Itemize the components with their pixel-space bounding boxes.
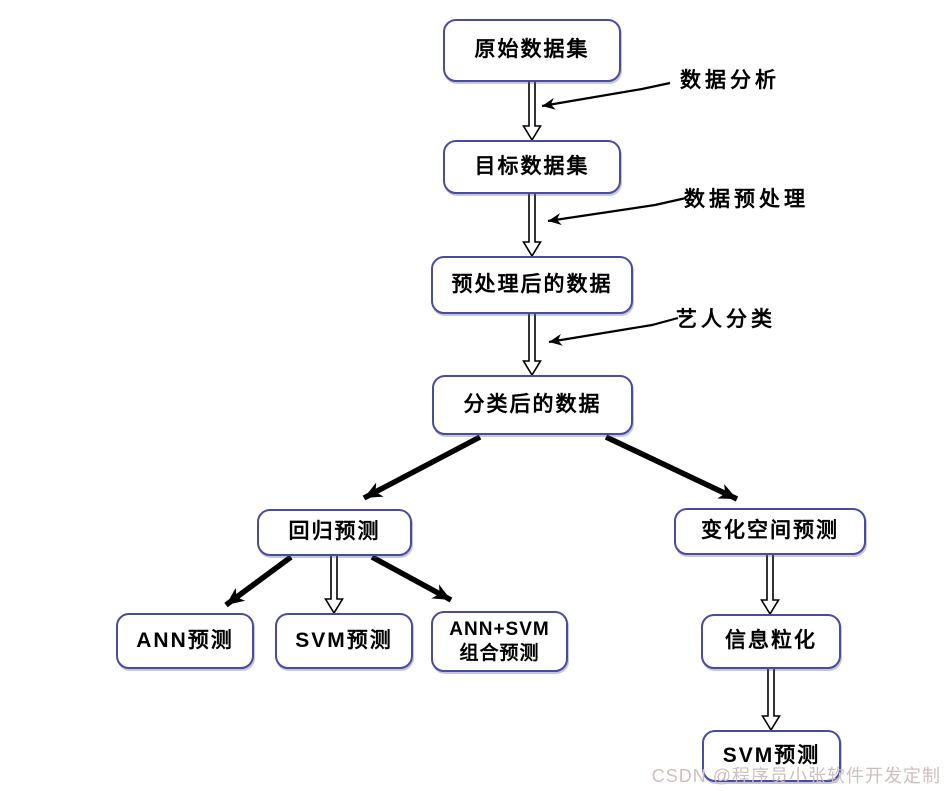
node-label: 变化空间预测 — [701, 519, 839, 543]
node-ann-prediction: ANN预测 — [116, 613, 254, 669]
edge-label-artist-classification: 艺人分类 — [676, 307, 776, 331]
node-target-dataset: 目标数据集 — [443, 140, 621, 194]
node-information-granulation: 信息粒化 — [701, 614, 841, 669]
node-original-dataset: 原始数据集 — [443, 19, 621, 82]
arrow-granulation-to-svmfinal — [761, 668, 781, 732]
arrow-regression-to-svm — [324, 555, 344, 615]
node-svm-prediction: SVM预测 — [275, 613, 413, 669]
node-ann-svm-combined: ANN+SVM 组合预测 — [431, 611, 568, 672]
arrow-preprocessed-to-classified — [522, 313, 542, 377]
node-preprocessed-data: 预处理后的数据 — [431, 256, 633, 314]
node-label: 回归预测 — [288, 520, 381, 544]
node-label: SVM预测 — [722, 743, 821, 767]
node-label: 信息粒化 — [725, 629, 817, 653]
arrow-annotation-data-analysis — [541, 81, 671, 110]
csdn-watermark: CSDN @程序员小张软件开发定制 — [651, 766, 941, 786]
node-label: 预处理后的数据 — [451, 272, 613, 296]
node-label-line1: ANN+SVM — [449, 618, 550, 640]
node-label: ANN预测 — [136, 628, 234, 652]
node-regression-prediction: 回归预测 — [257, 509, 412, 556]
node-variation-space-prediction: 变化空间预测 — [674, 508, 866, 555]
arrow-regression-to-ann — [224, 554, 293, 608]
arrow-annotation-artist-classification — [548, 316, 679, 346]
arrow-variation-to-granulation — [760, 554, 780, 616]
arrow-regression-to-annsvm — [370, 554, 453, 603]
node-svm-prediction-final: SVM预测 — [702, 730, 841, 782]
arrow-original-to-target — [522, 81, 542, 142]
node-label: 原始数据集 — [474, 38, 590, 62]
node-label: 分类后的数据 — [463, 392, 602, 416]
node-label-line2: 组合预测 — [459, 642, 540, 664]
arrow-target-to-preprocessed — [522, 194, 542, 258]
arrow-classified-to-variation — [604, 434, 739, 502]
edge-label-data-analysis: 数据分析 — [680, 68, 780, 92]
node-classified-data: 分类后的数据 — [432, 375, 633, 435]
arrow-classified-to-regression — [362, 434, 482, 501]
edge-label-data-preprocessing: 数据预处理 — [684, 187, 809, 211]
arrow-annotation-data-preprocessing — [547, 196, 687, 226]
node-label: SVM预测 — [295, 628, 393, 652]
node-label: 目标数据集 — [474, 154, 590, 178]
